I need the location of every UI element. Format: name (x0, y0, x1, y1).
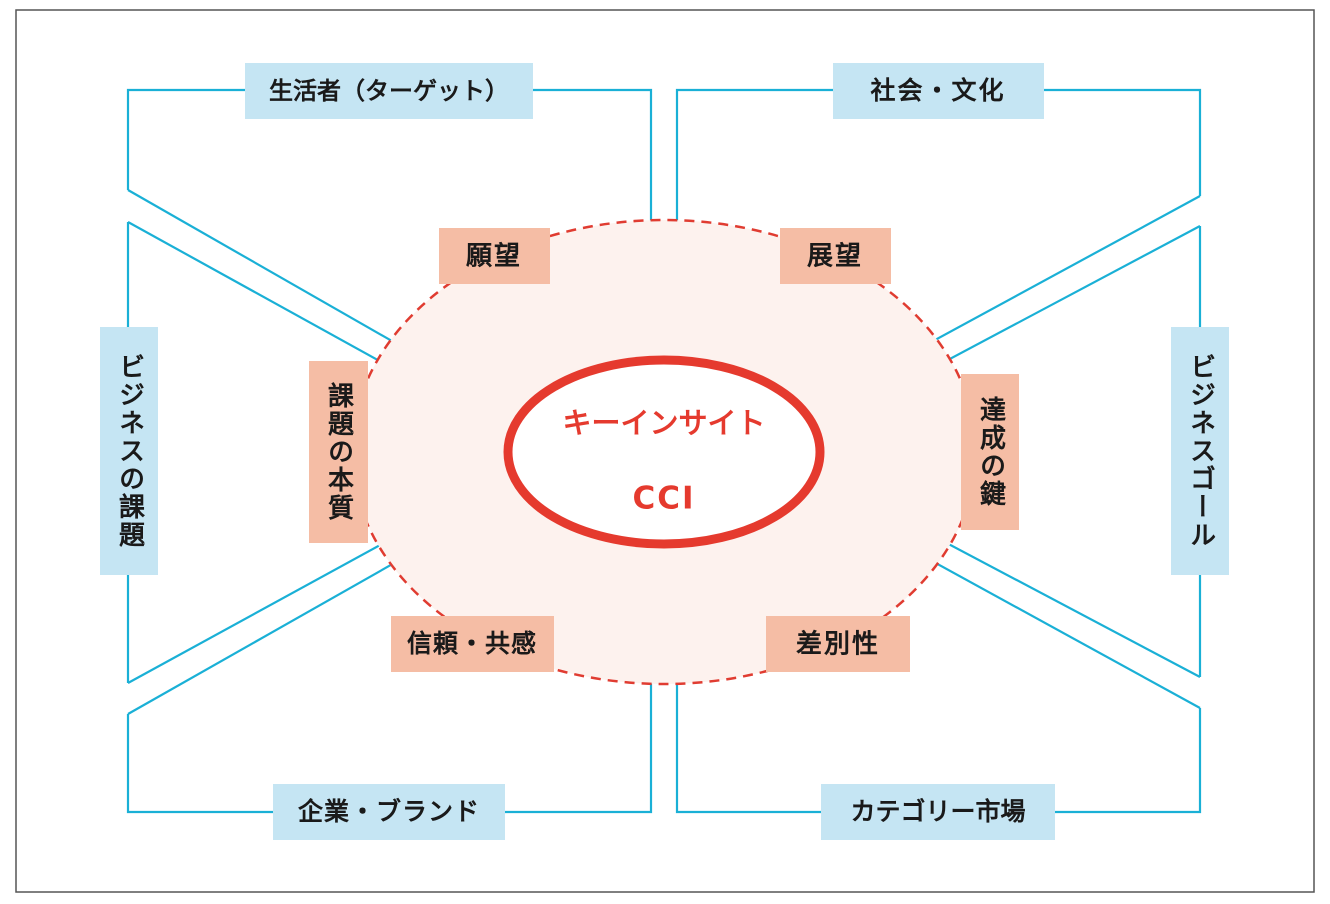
outer-label-bottom-left: 企業・ブランド (273, 784, 505, 840)
inner-label-bottom-left: 信頼・共感 (391, 616, 554, 672)
svg-text:企業・ブランド: 企業・ブランド (298, 797, 480, 826)
svg-text:展望: 展望 (807, 242, 863, 272)
key-insight-ellipse (503, 355, 825, 549)
outer-label-top-right: 社会・文化 (833, 63, 1044, 119)
svg-text:達成の鍵: 達成の鍵 (976, 396, 1006, 508)
svg-text:生活者（ターゲット）: 生活者（ターゲット） (269, 77, 509, 105)
svg-text:カテゴリー市場: カテゴリー市場 (850, 797, 1025, 826)
inner-label-top-left: 願望 (439, 228, 550, 284)
inner-label-right: 達成の鍵 (961, 374, 1019, 530)
svg-text:ビジネスの課題: ビジネスの課題 (115, 353, 145, 549)
svg-text:ビジネスゴール: ビジネスゴール (1186, 353, 1216, 549)
inner-label-bottom-right: 差別性 (766, 616, 910, 672)
outer-label-right: ビジネスゴール (1171, 327, 1229, 575)
outer-label-top-left: 生活者（ターゲット） (245, 63, 533, 119)
svg-text:信頼・共感: 信頼・共感 (407, 629, 537, 658)
cci-label: CCI (632, 481, 695, 517)
inner-label-left: 課題の本質 (309, 361, 368, 543)
outer-label-bottom-right: カテゴリー市場 (821, 784, 1055, 840)
outer-label-left: ビジネスの課題 (100, 327, 158, 575)
svg-text:願望: 願望 (466, 242, 522, 272)
key-insight-label: キーインサイト (562, 406, 765, 440)
svg-text:差別性: 差別性 (796, 629, 880, 660)
inner-label-top-right: 展望 (780, 228, 891, 284)
svg-text:社会・文化: 社会・文化 (870, 76, 1005, 105)
svg-text:課題の本質: 課題の本質 (324, 381, 354, 522)
